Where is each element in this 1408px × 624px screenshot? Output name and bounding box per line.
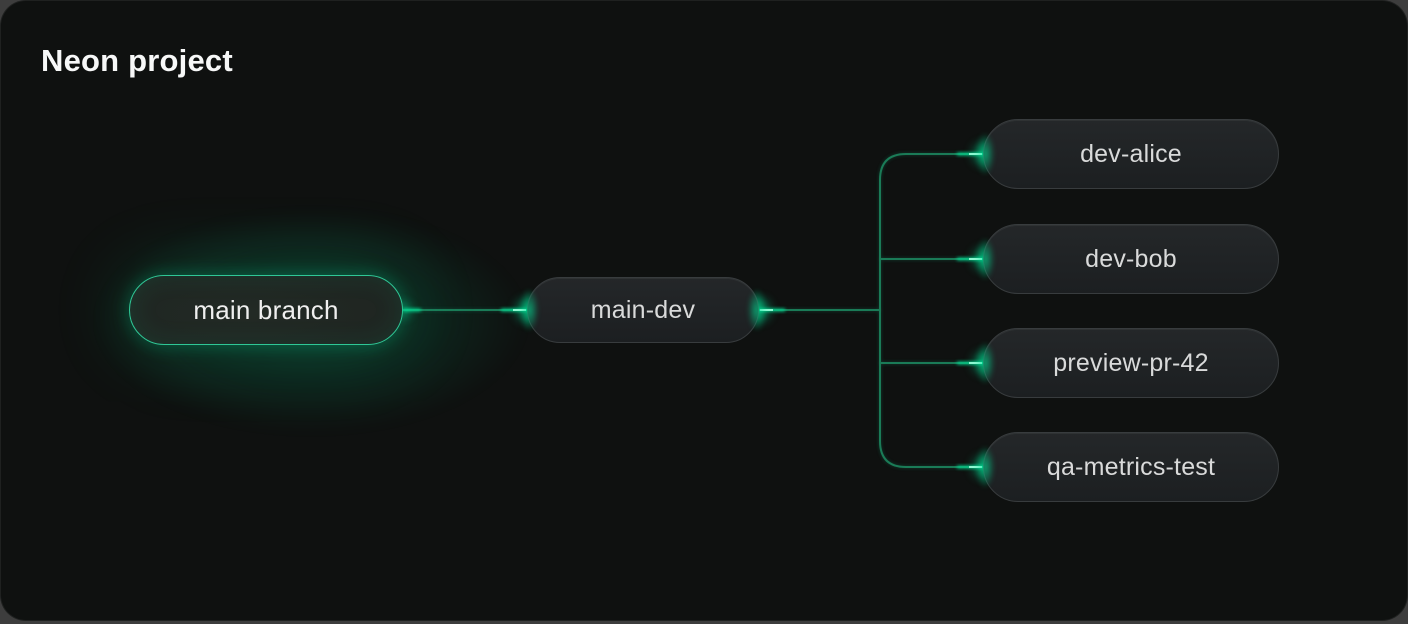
node-dev-alice[interactable]: dev-alice bbox=[972, 119, 1279, 189]
node-dev-alice-label: dev-alice bbox=[1080, 139, 1182, 168]
node-qa-metrics-test-label: qa-metrics-test bbox=[1046, 452, 1216, 481]
page-title: Neon project bbox=[41, 43, 233, 78]
node-main-branch[interactable]: main branch bbox=[129, 275, 403, 345]
node-main-dev-label: main-dev bbox=[590, 295, 696, 324]
node-main-branch-label: main branch bbox=[193, 294, 339, 325]
connector-glow-left bbox=[516, 281, 542, 339]
node-preview-pr-42[interactable]: preview-pr-42 bbox=[972, 328, 1279, 398]
node-main-dev[interactable]: main-dev bbox=[516, 277, 770, 343]
node-qa-metrics-test[interactable]: qa-metrics-test bbox=[972, 432, 1279, 502]
node-preview-pr-42-label: preview-pr-42 bbox=[1053, 348, 1209, 377]
connector-glow-left bbox=[972, 334, 998, 392]
node-dev-bob[interactable]: dev-bob bbox=[972, 224, 1279, 294]
node-dev-bob-label: dev-bob bbox=[1085, 244, 1177, 273]
connector-glow-left bbox=[972, 438, 998, 496]
connector-glow-left bbox=[972, 125, 998, 183]
connector-glow-left bbox=[972, 230, 998, 288]
connector-glow-right bbox=[744, 281, 770, 339]
